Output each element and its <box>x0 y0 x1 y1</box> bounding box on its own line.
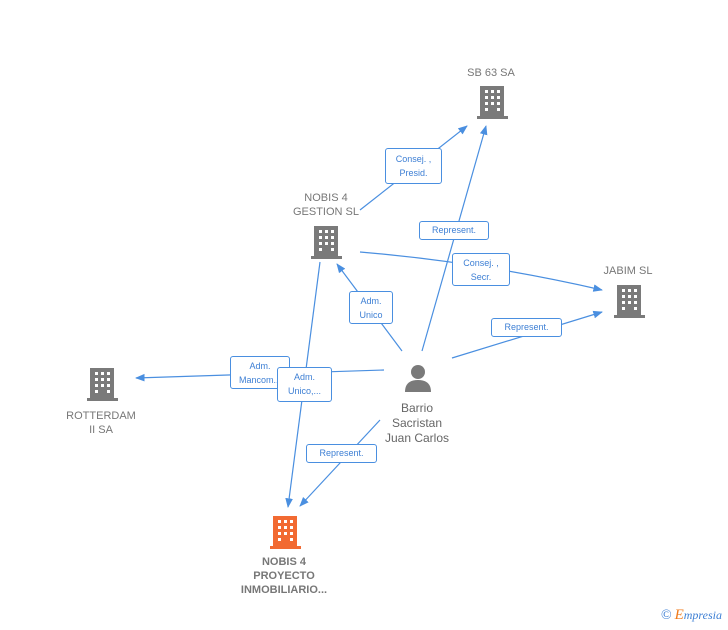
node-label-sb63[interactable]: SB 63 SA <box>467 67 515 79</box>
empresia-watermark[interactable]: ©Empresia <box>661 607 722 624</box>
building-icon <box>87 368 118 401</box>
copyright-icon: © <box>660 608 672 623</box>
brand-initial: E <box>674 607 684 623</box>
edge-label-adm-unico-gestion: Adm. Unico <box>349 291 393 324</box>
node-label-nobis-gestion[interactable]: NOBIS 4 GESTION SL <box>292 192 360 218</box>
node-label-rotterdam[interactable]: ROTTERDAM II SA <box>66 410 136 436</box>
building-icon <box>311 226 342 259</box>
edge-label-represent-jabim: Represent. <box>491 318 562 337</box>
edge-label-adm-unico-proyecto: Adm. Unico,... <box>277 367 332 402</box>
building-icon <box>477 86 508 119</box>
edge-label-represent-sb63: Represent. <box>419 221 489 240</box>
brand-name: mpresia <box>683 608 722 622</box>
node-label-jabim[interactable]: JABIM SL <box>603 265 653 277</box>
node-label-person[interactable]: Barrio Sacristan Juan Carlos <box>384 401 450 445</box>
node-label-nobis-proyecto[interactable]: NOBIS 4 PROYECTO INMOBILIARIO... <box>240 556 328 596</box>
building-icon-highlighted <box>270 516 301 549</box>
edge-label-consej-secr: Consej. , Secr. <box>452 253 510 286</box>
edge-represent-proyecto <box>299 419 381 507</box>
person-icon <box>405 365 431 392</box>
edge-label-represent-proyecto: Represent. <box>306 444 377 463</box>
edge-label-consej-presid: Consej. , Presid. <box>385 148 442 184</box>
building-icon <box>614 285 645 318</box>
